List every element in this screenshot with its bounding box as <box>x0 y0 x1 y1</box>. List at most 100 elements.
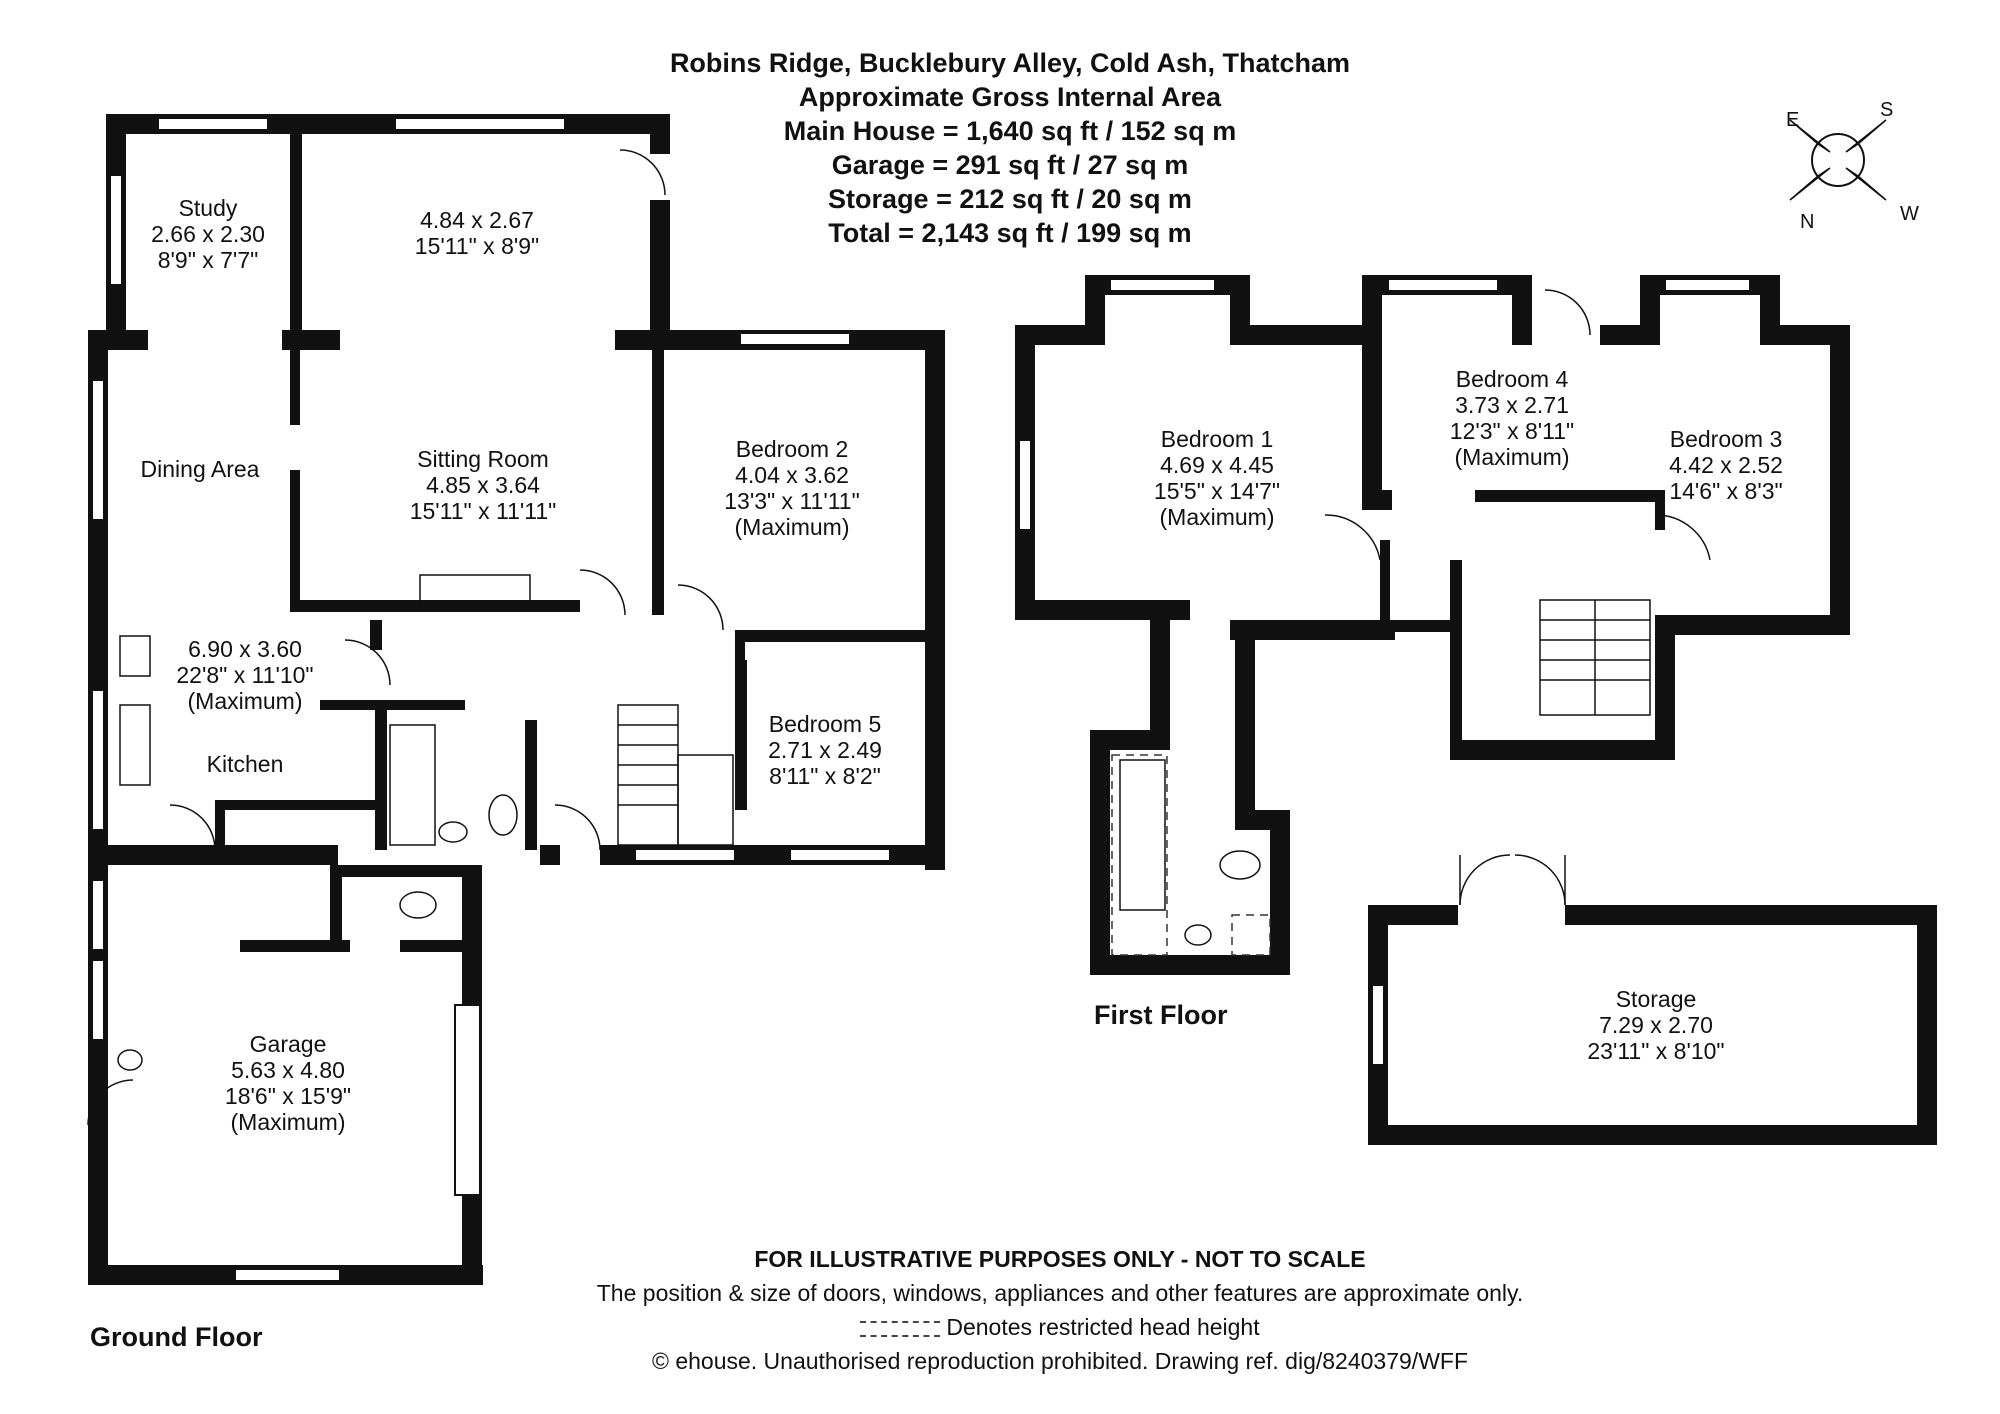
basin <box>438 821 468 843</box>
svg-text:4.42 x 2.52: 4.42 x 2.52 <box>1669 452 1783 478</box>
wall <box>1362 275 1382 490</box>
wall <box>735 630 745 660</box>
wall <box>1600 325 1640 345</box>
svg-text:4.04 x 3.62: 4.04 x 3.62 <box>735 462 849 488</box>
window <box>91 689 105 831</box>
sink <box>119 704 151 786</box>
basin <box>117 1049 143 1071</box>
svg-text:Bedroom 3: Bedroom 3 <box>1670 426 1783 452</box>
compass-icon <box>1789 119 1887 201</box>
wall <box>290 134 302 344</box>
room-bedroom-4: Bedroom 4 3.73 x 2.71 12'3" x 8'11" (Max… <box>1450 366 1574 470</box>
svg-text:15'11" x 8'9": 15'11" x 8'9" <box>415 233 539 259</box>
door-swing <box>1544 289 1591 336</box>
wall <box>1235 810 1290 830</box>
area-total: Total = 2,143 sq ft / 199 sq m <box>828 218 1192 248</box>
window <box>1018 439 1032 531</box>
wall <box>1090 955 1290 975</box>
plan-subtitle: Approximate Gross Internal Area <box>798 82 1222 112</box>
svg-text:Bedroom 5: Bedroom 5 <box>769 711 882 737</box>
svg-text:4.69 x 4.45: 4.69 x 4.45 <box>1160 452 1274 478</box>
svg-text:6.90 x 3.60: 6.90 x 3.60 <box>188 636 302 662</box>
staircase-first <box>1539 599 1651 716</box>
wall <box>1450 740 1675 760</box>
svg-text:14'6" x 8'3": 14'6" x 8'3" <box>1669 478 1782 504</box>
room-sitting-room: Sitting Room 4.85 x 3.64 15'11" x 11'11" <box>410 446 557 524</box>
wall <box>1235 620 1255 815</box>
fireplace <box>419 574 531 611</box>
window <box>789 848 891 862</box>
svg-text:13'3" x 11'11": 13'3" x 11'11" <box>724 488 860 514</box>
wall <box>735 660 747 810</box>
window <box>1371 984 1385 1066</box>
svg-text:15'11" x 11'11": 15'11" x 11'11" <box>410 498 557 524</box>
svg-text:Study: Study <box>179 195 238 221</box>
approximation-note: The position & size of doors, windows, a… <box>596 1280 1524 1306</box>
svg-text:2.66 x 2.30: 2.66 x 2.30 <box>151 221 265 247</box>
legend-text: Denotes restricted head height <box>946 1314 1260 1340</box>
wall <box>1230 325 1375 345</box>
wall <box>1395 620 1460 632</box>
svg-text:Storage: Storage <box>1616 986 1697 1012</box>
wall <box>290 470 300 610</box>
compass-n: N <box>1800 211 1814 233</box>
hob <box>119 635 151 677</box>
room-kitchen: Kitchen <box>207 751 284 777</box>
svg-text:(Maximum): (Maximum) <box>231 1109 346 1135</box>
area-main-house: Main House = 1,640 sq ft / 152 sq m <box>783 116 1237 146</box>
svg-text:2.71 x 2.49: 2.71 x 2.49 <box>768 737 882 763</box>
window <box>634 848 736 862</box>
plan-footer: FOR ILLUSTRATIVE PURPOSES ONLY - NOT TO … <box>430 1242 1690 1378</box>
area-storage: Storage = 212 sq ft / 20 sq m <box>828 184 1192 214</box>
window <box>394 117 566 131</box>
svg-text:3.73 x 2.71: 3.73 x 2.71 <box>1455 392 1569 418</box>
toilet <box>399 891 437 919</box>
svg-text:Garage: Garage <box>250 1031 327 1057</box>
room-bedroom-2: Bedroom 2 4.04 x 3.62 13'3" x 11'11" (Ma… <box>724 436 860 540</box>
svg-text:12'3" x 8'11": 12'3" x 8'11" <box>1450 418 1574 444</box>
wall <box>375 700 387 850</box>
room-bedroom-3: Bedroom 3 4.42 x 2.52 14'6" x 8'3" <box>1669 426 1783 504</box>
wall <box>1368 905 1458 925</box>
svg-text:Bedroom 2: Bedroom 2 <box>736 436 849 462</box>
wall <box>652 350 664 615</box>
svg-text:(Maximum): (Maximum) <box>735 514 850 540</box>
garage-door <box>454 1004 481 1196</box>
svg-text:Sitting Room: Sitting Room <box>417 446 549 472</box>
svg-text:15'5" x 14'7": 15'5" x 14'7" <box>1154 478 1280 504</box>
wall <box>1565 905 1937 925</box>
wall <box>1090 730 1150 750</box>
door-swing <box>619 149 666 196</box>
door-swing <box>579 569 626 616</box>
wall <box>215 800 380 810</box>
staircase-ground <box>617 704 734 846</box>
svg-text:(Maximum): (Maximum) <box>1455 444 1570 470</box>
svg-text:4.85 x 3.64: 4.85 x 3.64 <box>426 472 540 498</box>
restricted-height-legend-icon <box>860 1320 941 1337</box>
wall <box>400 940 470 952</box>
wall <box>925 330 945 870</box>
wall <box>1380 540 1390 620</box>
wall <box>1760 325 1850 345</box>
window <box>1387 278 1499 292</box>
wall <box>1475 490 1655 502</box>
wall <box>1150 620 1170 750</box>
door-swing <box>1324 514 1381 561</box>
svg-text:Bedroom 4: Bedroom 4 <box>1456 366 1569 392</box>
wall <box>1090 730 1110 975</box>
wall <box>1917 905 1937 1145</box>
wall <box>290 350 300 425</box>
door-swing <box>87 1079 134 1126</box>
svg-text:7.29 x 2.70: 7.29 x 2.70 <box>1599 1012 1713 1038</box>
window <box>157 117 269 131</box>
wall <box>525 720 537 850</box>
window <box>739 332 851 346</box>
wall <box>320 700 375 710</box>
compass-s: S <box>1880 99 1893 121</box>
svg-text:5.63 x 4.80: 5.63 x 4.80 <box>231 1057 345 1083</box>
wall <box>540 845 560 865</box>
restricted-head-height <box>1111 754 1271 956</box>
wall <box>290 600 580 612</box>
room-storage: Storage 7.29 x 2.70 23'11" x 8'10" <box>1587 986 1724 1064</box>
